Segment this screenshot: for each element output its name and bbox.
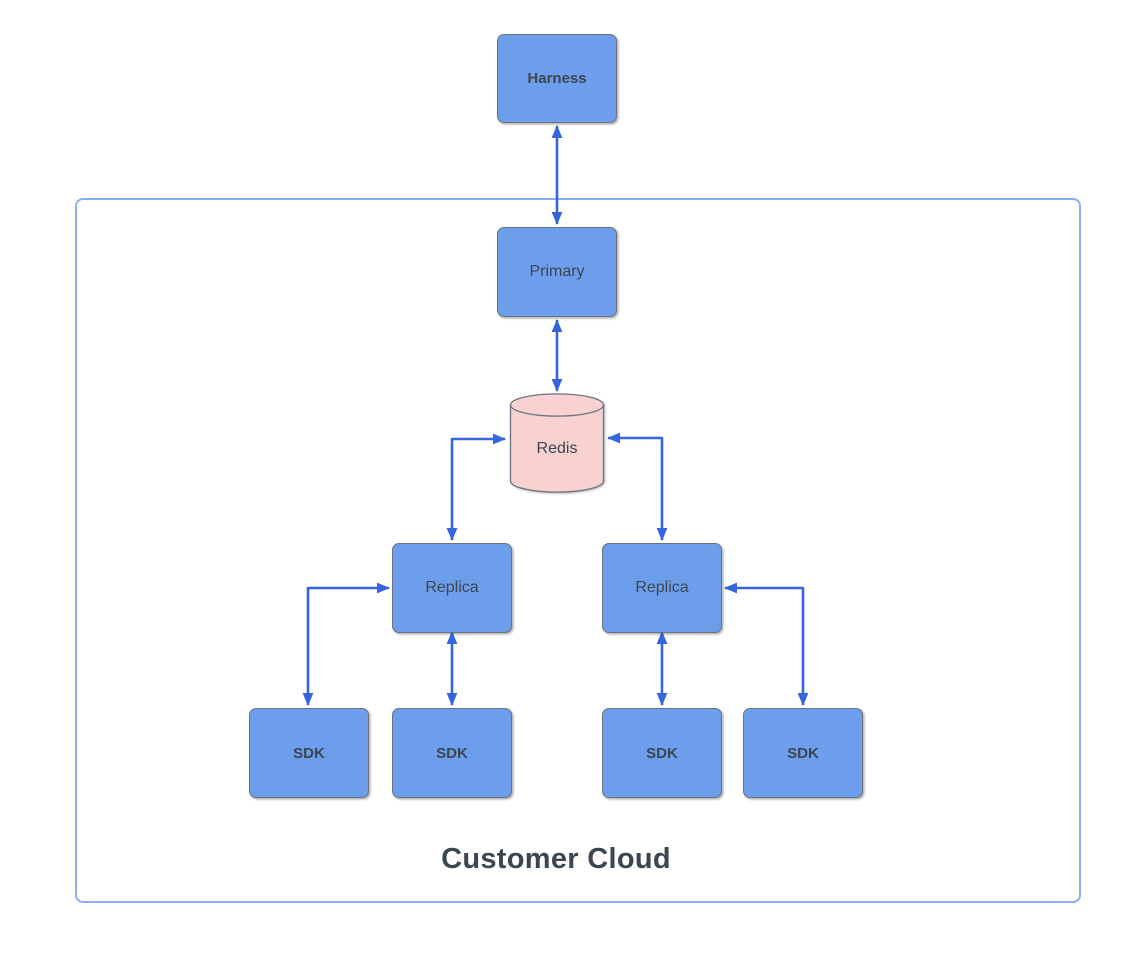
cylinder-shape [509, 393, 605, 493]
node-sdk-1: SDK [249, 708, 369, 798]
node-sdk-4-label: SDK [787, 744, 819, 762]
node-replica-right-label: Replica [635, 579, 689, 596]
container-title: Customer Cloud [441, 843, 671, 875]
node-sdk-4: SDK [743, 708, 863, 798]
node-sdk-2-label: SDK [436, 744, 468, 762]
node-primary: Primary [497, 227, 617, 317]
node-replica-left: Replica [392, 543, 512, 633]
node-harness: Harness [497, 34, 617, 123]
node-sdk-3: SDK [602, 708, 722, 798]
node-primary-label: Primary [529, 263, 585, 280]
customer-cloud-container [75, 198, 1081, 903]
node-redis-label: Redis [536, 440, 578, 457]
node-sdk-2: SDK [392, 708, 512, 798]
node-redis: Redis [508, 392, 606, 495]
node-replica-left-label: Replica [425, 579, 479, 596]
node-replica-right: Replica [602, 543, 722, 633]
node-harness-label: Harness [527, 70, 587, 87]
node-sdk-3-label: SDK [646, 744, 678, 762]
node-sdk-1-label: SDK [293, 744, 325, 762]
